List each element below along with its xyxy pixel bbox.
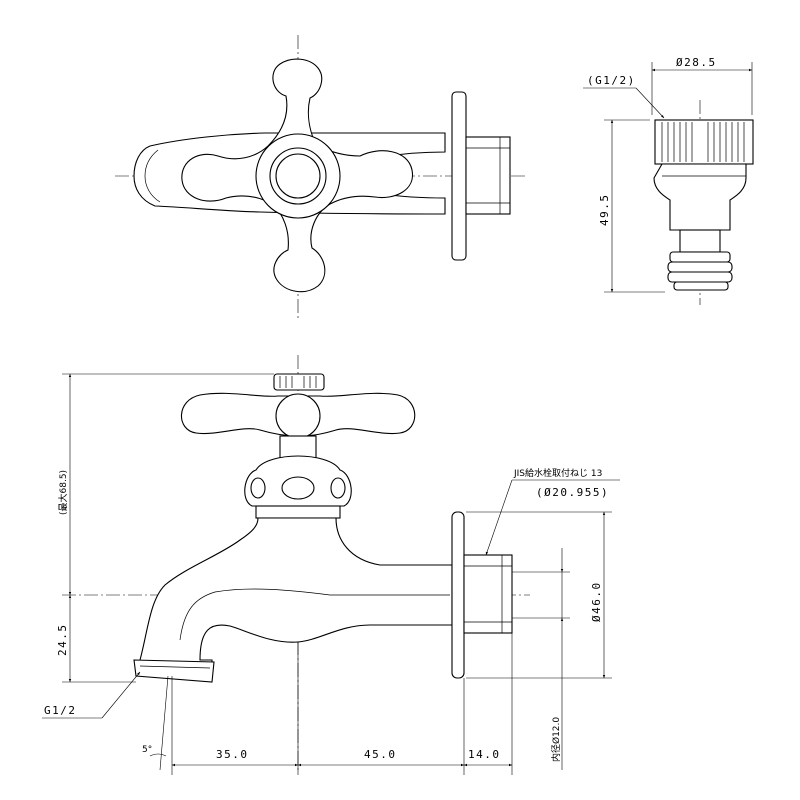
bonnet-oval-center (281, 476, 315, 500)
label-w-14: 14.0 (468, 748, 501, 761)
nozzle-front (133, 659, 215, 683)
adapter-ring-2 (667, 261, 733, 273)
thread-block-top (465, 136, 511, 215)
front-view: (最大68.5) 24.5 G1/2 5° 35.0 45.0 14.0 JIS… (42, 355, 620, 775)
handle-hub-front (275, 393, 321, 439)
label-h-49-5: 49.5 (598, 194, 611, 227)
leader-g12-bottom (101, 671, 141, 719)
hose-adapter-view: Ø28.5 (G1/2) 49.5 (583, 56, 754, 305)
leader-g12-top (635, 87, 665, 119)
adapter-knurl-lines (661, 122, 745, 162)
spout-body-front (139, 517, 453, 669)
wall-flange-front (451, 511, 465, 679)
label-jis-dia: (Ø20.955) (536, 486, 609, 499)
thread-block-front (463, 554, 513, 634)
handle-hub-inner (275, 153, 321, 199)
top-view (115, 35, 525, 320)
label-inner-dia: 内径Ø12.0 (550, 717, 562, 762)
leader-jis (485, 479, 513, 556)
label-h-24-5: 24.5 (56, 624, 69, 657)
label-w-45: 45.0 (364, 748, 397, 761)
adapter-nipple (679, 229, 721, 253)
handle-stem-front (279, 435, 317, 459)
adapter-body (653, 163, 747, 231)
handle-cap-front (273, 373, 325, 391)
label-g12-bottom: G1/2 (44, 704, 77, 717)
label-g12-top: (G1/2) (587, 74, 636, 87)
adapter-ring-3 (667, 271, 733, 283)
label-dia-28-5: Ø28.5 (676, 56, 717, 69)
adapter-tip (673, 281, 729, 291)
label-jis-thread: JIS給水栓取付ねじ 13 (513, 467, 602, 479)
wall-flange-top (451, 91, 467, 261)
bonnet-collar (255, 505, 341, 519)
adapter-knurled-nut (654, 119, 754, 165)
adapter-ring-1 (669, 251, 731, 263)
label-max-68-5: (最大68.5) (57, 470, 69, 515)
spout-tip-inner (144, 149, 161, 203)
label-w-35: 35.0 (216, 748, 249, 761)
label-dia-46: Ø46.0 (590, 581, 603, 622)
cross-handle-top (181, 58, 413, 293)
label-angle-5: 5° (142, 745, 152, 755)
